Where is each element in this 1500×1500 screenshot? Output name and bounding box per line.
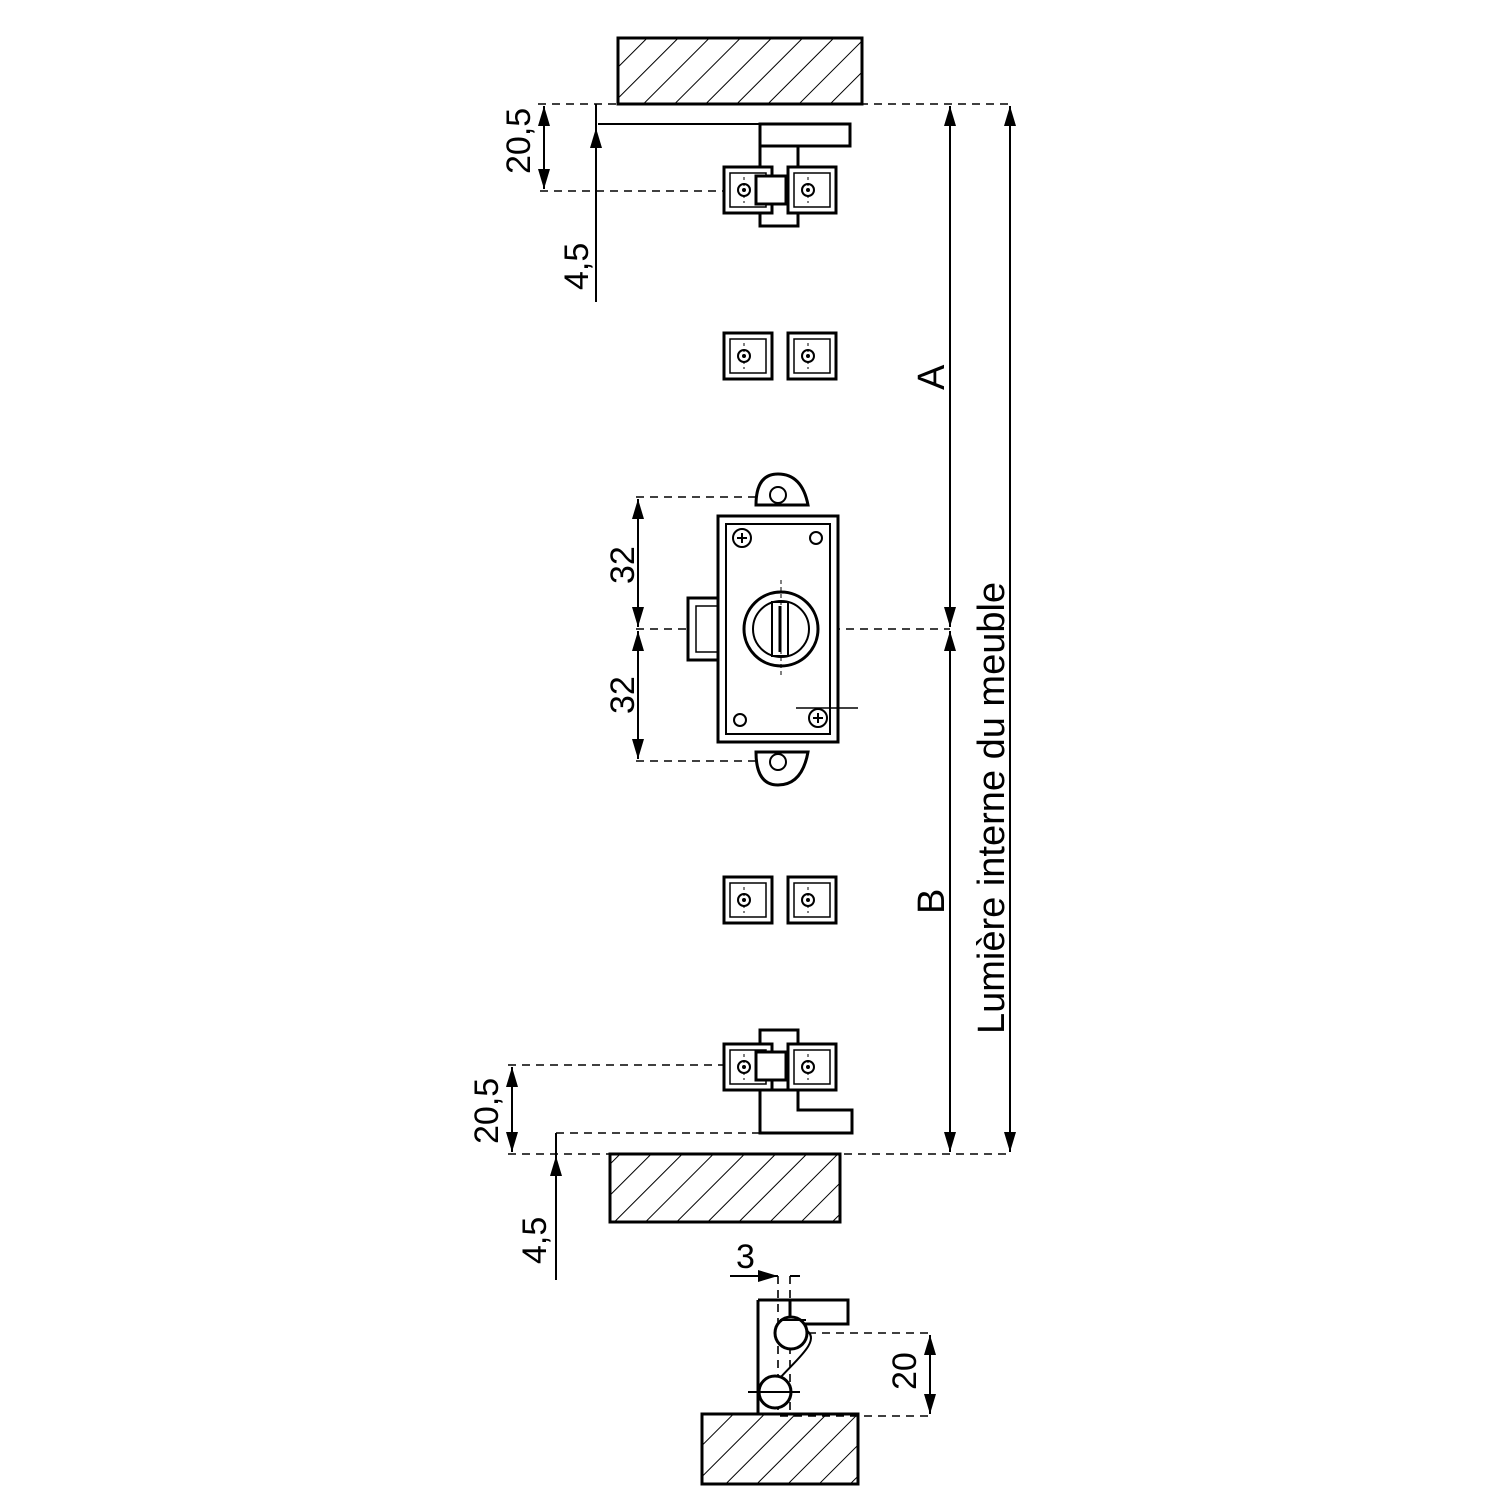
dim-lock-lower-32-label: 32 — [604, 676, 642, 714]
roller-icon — [773, 1315, 809, 1351]
dim-top-4-5-label: 4,5 — [558, 243, 596, 290]
dim-A-label: A — [911, 364, 953, 390]
dim-lock-upper-32-label: 32 — [604, 546, 642, 584]
dim-total-label: Lumière interne du meuble — [971, 582, 1013, 1034]
bottom-shelf-section — [608, 1152, 842, 1224]
dim-bottom-4-5-label: 4,5 — [516, 1217, 554, 1264]
dimension-lines — [506, 104, 1016, 1414]
top-latch-assembly — [598, 122, 852, 228]
dim-B-label: B — [911, 889, 953, 914]
bottom-latch-assembly — [722, 1028, 854, 1135]
detail-shelf-section — [700, 1412, 860, 1486]
roller-detail — [748, 1276, 850, 1414]
lower-clip-pair — [722, 875, 838, 925]
dim-bottom-20-5-label: 20,5 — [468, 1078, 506, 1144]
detail-20-label: 20 — [886, 1352, 924, 1390]
lock-body — [686, 472, 858, 787]
detail-3-label: 3 — [736, 1238, 755, 1276]
upper-clip-pair — [722, 331, 838, 381]
dim-top-20-5-label: 20,5 — [500, 108, 538, 174]
top-shelf-section — [616, 36, 864, 106]
